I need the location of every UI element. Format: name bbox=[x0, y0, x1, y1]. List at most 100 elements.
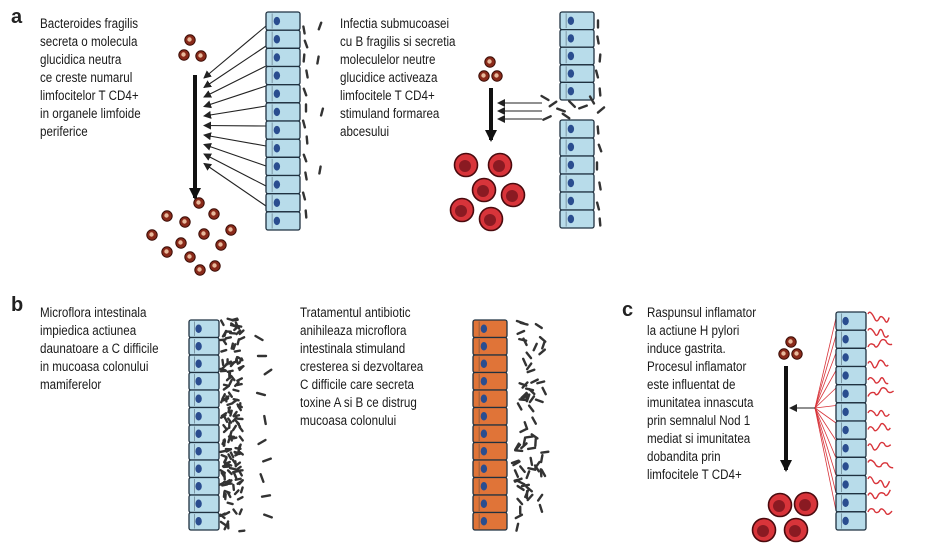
cell-nucleus bbox=[273, 35, 281, 44]
caption-line: anihileaza microflora bbox=[300, 323, 407, 338]
bacterium bbox=[238, 508, 243, 516]
bacterium bbox=[223, 523, 229, 531]
caption-line: induce gastrita. bbox=[647, 341, 726, 356]
bacterium bbox=[317, 21, 323, 31]
bacterium bbox=[234, 477, 242, 481]
bacterium bbox=[254, 334, 264, 342]
bacterium bbox=[232, 388, 240, 393]
bacterium bbox=[238, 336, 246, 341]
lymphocyte-core bbox=[187, 37, 192, 42]
activated-t-cell-nucleus bbox=[477, 185, 489, 197]
bacterium bbox=[232, 397, 240, 402]
bacterium bbox=[516, 329, 526, 336]
bacterium bbox=[228, 361, 236, 365]
lymphocyte-core bbox=[481, 73, 486, 78]
bacterium bbox=[235, 465, 242, 471]
bacterium bbox=[514, 513, 524, 520]
cell-nucleus bbox=[842, 316, 849, 326]
bacterium bbox=[538, 348, 547, 356]
lymphocyte-core bbox=[794, 351, 799, 356]
bacterium bbox=[218, 481, 226, 486]
signal-ray bbox=[814, 405, 837, 409]
bacterium bbox=[304, 171, 308, 181]
lymphocyte-core bbox=[212, 263, 217, 268]
cell-nucleus bbox=[567, 69, 575, 78]
bacterium bbox=[523, 421, 529, 431]
inflammation-squiggle bbox=[867, 422, 891, 432]
epithelial-cell bbox=[188, 336, 220, 356]
bacterium bbox=[237, 450, 244, 456]
epithelial-cell bbox=[559, 64, 595, 84]
signal-arrow bbox=[203, 121, 267, 130]
signal-arrow bbox=[203, 143, 267, 167]
cell-nucleus bbox=[195, 464, 202, 473]
bacterium bbox=[227, 406, 232, 414]
bacterium bbox=[227, 391, 234, 398]
bacterium bbox=[522, 357, 528, 367]
inflammation-squiggle bbox=[867, 338, 893, 348]
bacterium bbox=[516, 497, 524, 506]
inflammation-squiggle bbox=[867, 508, 893, 515]
bacterium bbox=[221, 358, 225, 367]
cell-nucleus bbox=[195, 342, 202, 351]
bacterium bbox=[222, 385, 230, 391]
bacterium bbox=[530, 433, 539, 440]
bacterium bbox=[229, 434, 233, 442]
epithelial-cell bbox=[188, 441, 220, 461]
signal-ray bbox=[814, 352, 837, 409]
bacterium bbox=[541, 340, 546, 350]
epithelium-c bbox=[835, 311, 867, 531]
signal-arrow bbox=[203, 162, 267, 207]
bacterium bbox=[237, 364, 245, 370]
caption-line: cresterea si dezvoltarea bbox=[300, 359, 424, 374]
bacterium bbox=[238, 357, 243, 365]
bacterium bbox=[301, 119, 307, 129]
bacterium bbox=[525, 362, 533, 371]
epithelial-cell bbox=[835, 402, 867, 422]
bacterium bbox=[526, 493, 534, 502]
signal-arrow bbox=[203, 45, 267, 89]
cell-nucleus bbox=[480, 377, 488, 386]
bacterium bbox=[516, 479, 526, 486]
lymphocyte-core bbox=[228, 227, 233, 232]
bacterium bbox=[223, 395, 230, 401]
epithelial-cell bbox=[188, 476, 220, 496]
bacterium bbox=[526, 368, 536, 374]
activated-t-cell-nucleus bbox=[493, 160, 505, 172]
inflammation-squiggle bbox=[867, 441, 892, 451]
bacterium bbox=[219, 513, 226, 520]
bacterium bbox=[238, 529, 246, 533]
bacterium bbox=[525, 485, 534, 493]
epithelial-cell bbox=[265, 120, 301, 140]
caption-line: intestinala stimuland bbox=[300, 341, 406, 356]
bacterium bbox=[233, 349, 242, 353]
bacterium bbox=[220, 412, 228, 418]
epithelial-cell bbox=[835, 365, 867, 386]
bacterium bbox=[518, 382, 528, 387]
lymphocyte-core bbox=[181, 52, 186, 57]
lymphocyte-core bbox=[197, 267, 202, 272]
lymphocyte-core bbox=[788, 339, 793, 344]
epithelial-cell bbox=[188, 371, 220, 391]
bacterium bbox=[234, 355, 239, 364]
signal-arrow bbox=[203, 65, 267, 98]
lymphocyte-core bbox=[178, 240, 183, 245]
cell-nucleus bbox=[195, 499, 202, 508]
inflammation-squiggle bbox=[867, 489, 891, 500]
bacterium bbox=[596, 125, 600, 135]
bacterium bbox=[538, 503, 544, 513]
epithelial-cell bbox=[265, 84, 301, 104]
lymphocyte-core bbox=[781, 351, 786, 356]
bacterium bbox=[518, 398, 528, 402]
bacterium bbox=[302, 53, 306, 63]
bacterium bbox=[234, 461, 242, 467]
bacterium bbox=[226, 402, 234, 407]
lymphocyte-core bbox=[494, 73, 499, 78]
epithelial-cell bbox=[835, 456, 867, 477]
bacterium bbox=[561, 112, 571, 120]
cell-nucleus bbox=[567, 87, 575, 96]
bacterium bbox=[534, 322, 543, 330]
lymphocyte-core bbox=[211, 211, 216, 216]
bacterium bbox=[219, 469, 227, 475]
caption-line: glucidice activeaza bbox=[340, 70, 438, 85]
